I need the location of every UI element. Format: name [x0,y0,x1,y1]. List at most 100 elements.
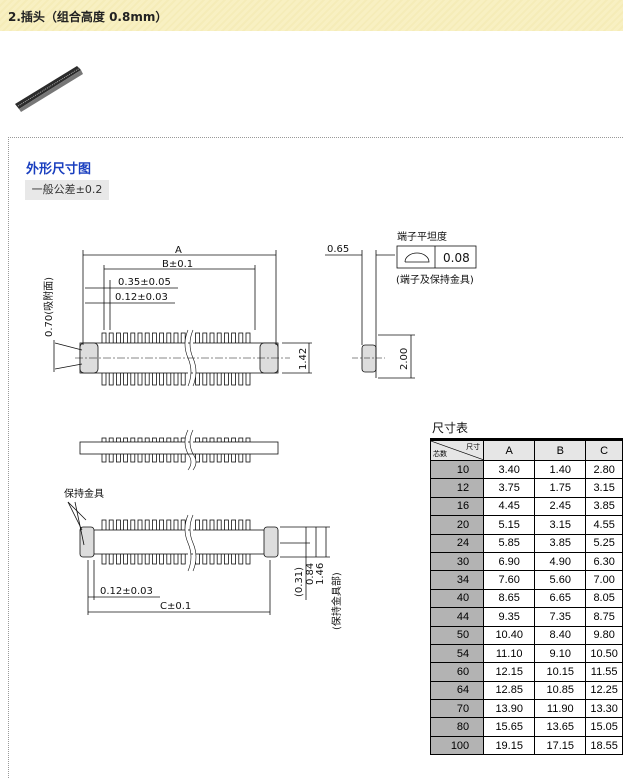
dim-c: C±0.1 [160,601,191,612]
dim-0-84: 0.84 [305,563,316,585]
dimension-cell: 13.30 [585,699,623,719]
pin-count-cell: 80 [429,717,485,737]
pin-count-cell: 44 [429,607,485,627]
dimension-cell: 10.50 [585,643,623,664]
dimension-cell: 8.65 [483,588,536,609]
dim-0-12: 0.12±0.03 [100,586,153,597]
dimension-cell: 10.15 [534,662,587,682]
dimension-cell: 7.00 [585,570,623,590]
dimension-cell: 1.40 [534,459,587,480]
dimension-cell: 13.65 [534,717,587,737]
dimension-cell: 4.45 [483,496,536,517]
dimension-cell: 6.90 [483,551,536,572]
pin-count-cell: 20 [429,515,485,535]
dimension-cell: 2.80 [585,459,623,480]
dimension-cell: 12.85 [483,680,536,701]
dimension-cell: 3.75 [483,478,536,498]
dimension-cell: 5.25 [585,533,623,553]
pin-count-cell: 34 [429,570,485,590]
dimension-cell: 13.90 [483,699,536,719]
pin-count-cell: 100 [429,735,485,756]
dimension-cell: 6.65 [534,588,587,609]
dimension-cell: 2.45 [534,496,587,517]
dimension-cell: 11.55 [585,662,623,682]
dimension-table-title: 尺寸表 [432,421,469,435]
dimension-cell: 11.90 [534,699,587,719]
dimension-cell: 15.65 [483,717,536,737]
dimension-cell: 7.35 [534,607,587,627]
pin-count-cell: 10 [429,459,485,480]
dimension-cell: 5.15 [483,515,536,535]
section-header: 2.插头（组合高度 0.8mm） [0,0,623,31]
dimension-cell: 4.90 [534,551,587,572]
dimension-cell: 3.85 [534,533,587,553]
dimension-cell: 10.40 [483,625,536,645]
holding-label: 保持金具 [64,487,104,500]
pin-count-cell: 64 [429,680,485,701]
corner-top-label: 尺寸 [466,444,481,451]
dimension-cell: 8.40 [534,625,587,645]
dimension-cell: 9.10 [534,643,587,664]
dimension-cell: 17.15 [534,735,587,756]
corner-bottom-label: 芯数 [433,451,447,458]
side-view [361,344,377,373]
dimension-cell: 12.25 [585,680,623,701]
corner-header: 尺寸 芯数 [429,439,485,461]
pin-count-cell: 60 [429,662,485,682]
profile-icon [404,252,430,263]
dimension-cell: 9.80 [585,625,623,645]
column-header-b: B [534,439,587,461]
dim-holding-part: (保持金具部) [330,572,343,630]
dimension-cell: 19.15 [483,735,536,756]
dimension-cell: 10.85 [534,680,587,701]
dimension-cell: 3.85 [585,496,623,517]
pin-count-cell: 70 [429,699,485,719]
flatness-value: 0.08 [443,251,470,265]
dim-0-31: (0.31) [294,567,305,597]
flatness-frame [396,245,477,269]
dimension-cell: 5.60 [534,570,587,590]
dim-0-65: 0.65 [327,244,349,255]
pin-count-cell: 40 [429,588,485,609]
section-header-title: 2.插头（组合高度 0.8mm） [8,10,168,24]
column-header-c: C [585,439,623,461]
column-header-a: A [483,439,536,461]
pin-count-cell: 30 [429,551,485,572]
dim-suction: 0.70(吸附面) [42,277,55,337]
pin-count-cell: 50 [429,625,485,645]
dimension-cell: 3.15 [534,515,587,535]
drawing-title: 外形尺寸图 [26,162,92,177]
dimension-cell: 11.10 [483,643,536,664]
dimension-cell: 6.30 [585,551,623,572]
dimension-cell: 7.60 [483,570,536,590]
flatness-label: 端子平坦度 [397,230,447,243]
dim-2-00: 2.00 [399,348,410,370]
pin-count-cell: 16 [429,496,485,517]
dimension-cell: 4.55 [585,515,623,535]
tolerance-tag: 一般公差±0.2 [25,180,109,200]
dim-a: A [175,245,182,256]
product-photo [15,66,83,112]
dimension-cell: 15.05 [585,717,623,737]
dim-b: B±0.1 [162,259,193,270]
dim-pitch: 0.35±0.05 [118,277,171,288]
dim-1-46: 1.46 [315,563,326,585]
dim-1-42: 1.42 [298,348,309,370]
dimension-cell: 3.40 [483,459,536,480]
flatness-note: (端子及保持金具) [396,273,474,286]
dimension-drawing: A B±0.1 0.35±0.05 0.12±0.03 0.70(吸附面) 1.… [42,230,477,630]
